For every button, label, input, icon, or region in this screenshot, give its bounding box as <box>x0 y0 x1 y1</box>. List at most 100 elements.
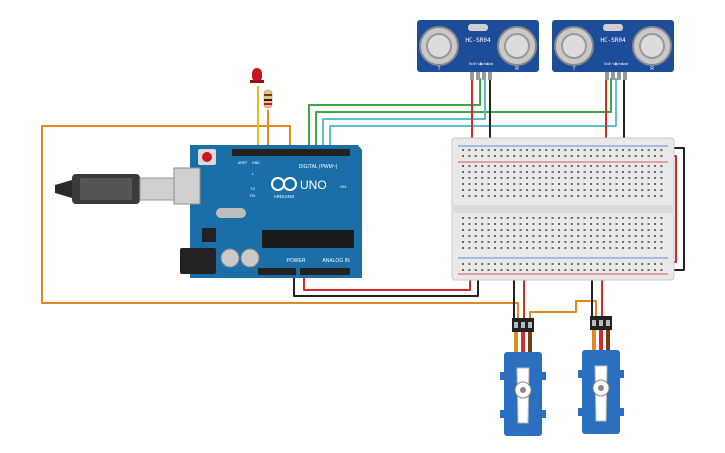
breadboard-hole <box>545 155 548 157</box>
breadboard-hole <box>494 155 496 157</box>
breadboard-hole <box>570 241 573 243</box>
usb-cable <box>55 174 177 204</box>
breadboard-hole <box>513 269 516 271</box>
breadboard-hole <box>494 241 496 243</box>
breadboard-hole <box>532 189 535 191</box>
breadboard-hole <box>590 263 592 265</box>
breadboard-hole <box>532 263 535 265</box>
breadboard-hole <box>577 229 580 231</box>
breadboard-hole <box>577 247 580 249</box>
breadboard-hole <box>513 247 516 249</box>
breadboard-hole <box>641 217 644 219</box>
breadboard-hole <box>500 229 503 231</box>
breadboard-hole <box>538 241 541 243</box>
breadboard-hole <box>474 241 477 243</box>
breadboard-hole <box>647 165 650 167</box>
breadboard-hole <box>654 217 656 219</box>
ultrasonic-sensor-1: HC-SR04 T R Vcc Trig Echo Gnd <box>417 20 539 80</box>
breadboard-hole <box>634 223 637 225</box>
breadboard-hole <box>647 235 650 237</box>
breadboard-hole <box>654 263 656 265</box>
breadboard-hole <box>462 217 464 219</box>
breadboard-hole <box>468 149 471 151</box>
breadboard-hole <box>545 171 548 173</box>
led <box>250 68 264 83</box>
breadboard-hole <box>641 183 644 185</box>
breadboard-hole <box>526 269 528 271</box>
breadboard-hole <box>487 165 490 167</box>
breadboard-hole <box>551 223 554 225</box>
breadboard-hole <box>596 235 599 237</box>
breadboard-hole <box>500 183 503 185</box>
breadboard-hole <box>615 263 618 265</box>
breadboard-hole <box>462 247 464 249</box>
breadboard-hole <box>481 171 484 173</box>
breadboard-hole <box>641 263 644 265</box>
arduino-l-label: L <box>252 171 255 176</box>
breadboard-hole <box>609 171 612 173</box>
breadboard-hole <box>622 263 624 265</box>
breadboard-hole <box>570 263 573 265</box>
breadboard-hole <box>545 223 548 225</box>
breadboard-hole <box>468 177 471 179</box>
breadboard-hole <box>564 223 567 225</box>
breadboard-hole <box>596 247 599 249</box>
breadboard-hole <box>602 183 605 185</box>
breadboard-hole <box>647 183 650 185</box>
breadboard-hole <box>468 235 471 237</box>
breadboard-hole <box>481 229 484 231</box>
breadboard-hole <box>506 269 509 271</box>
breadboard-hole <box>487 247 490 249</box>
breadboard-hole <box>564 183 567 185</box>
breadboard-hole <box>622 189 624 191</box>
breadboard-hole <box>583 235 586 237</box>
breadboard-hole <box>647 149 650 151</box>
breadboard-hole <box>487 263 490 265</box>
breadboard-hole <box>564 217 567 219</box>
breadboard-hole <box>481 177 484 179</box>
breadboard-hole <box>577 223 580 225</box>
breadboard-hole <box>468 223 471 225</box>
breadboard-hole <box>654 155 656 157</box>
breadboard-hole <box>468 269 471 271</box>
breadboard-hole <box>506 195 509 197</box>
breadboard-hole <box>654 269 656 271</box>
breadboard-hole <box>602 241 605 243</box>
breadboard-hole <box>596 269 599 271</box>
breadboard-hole <box>526 247 528 249</box>
breadboard-hole <box>506 223 509 225</box>
breadboard-hole <box>615 165 618 167</box>
breadboard-hole <box>545 229 548 231</box>
breadboard-hole <box>532 195 535 197</box>
breadboard-hole <box>474 177 477 179</box>
breadboard-hole <box>634 269 637 271</box>
breadboard-hole <box>609 263 612 265</box>
breadboard-hole <box>564 195 567 197</box>
breadboard-hole <box>462 223 464 225</box>
breadboard-hole <box>628 269 631 271</box>
breadboard-hole <box>500 263 503 265</box>
breadboard-hole <box>615 247 618 249</box>
breadboard-hole <box>622 223 624 225</box>
breadboard-hole <box>590 177 592 179</box>
breadboard-hole <box>615 241 618 243</box>
breadboard-hole <box>641 165 644 167</box>
breadboard-hole <box>660 269 663 271</box>
wire-orange-servo2 <box>529 300 597 318</box>
breadboard-hole <box>564 155 567 157</box>
arduino-on-label: ON <box>340 184 346 189</box>
breadboard-hole <box>538 247 541 249</box>
breadboard-hole <box>609 247 612 249</box>
breadboard-hole <box>500 217 503 219</box>
breadboard-hole <box>609 229 612 231</box>
breadboard-hole <box>519 241 522 243</box>
breadboard-hole <box>641 235 644 237</box>
breadboard-hole <box>462 155 464 157</box>
breadboard-hole <box>654 171 656 173</box>
breadboard-hole <box>558 183 560 185</box>
breadboard-hole <box>474 171 477 173</box>
breadboard-hole <box>474 247 477 249</box>
breadboard-hole <box>654 195 656 197</box>
breadboard-hole <box>570 217 573 219</box>
breadboard-hole <box>545 235 548 237</box>
